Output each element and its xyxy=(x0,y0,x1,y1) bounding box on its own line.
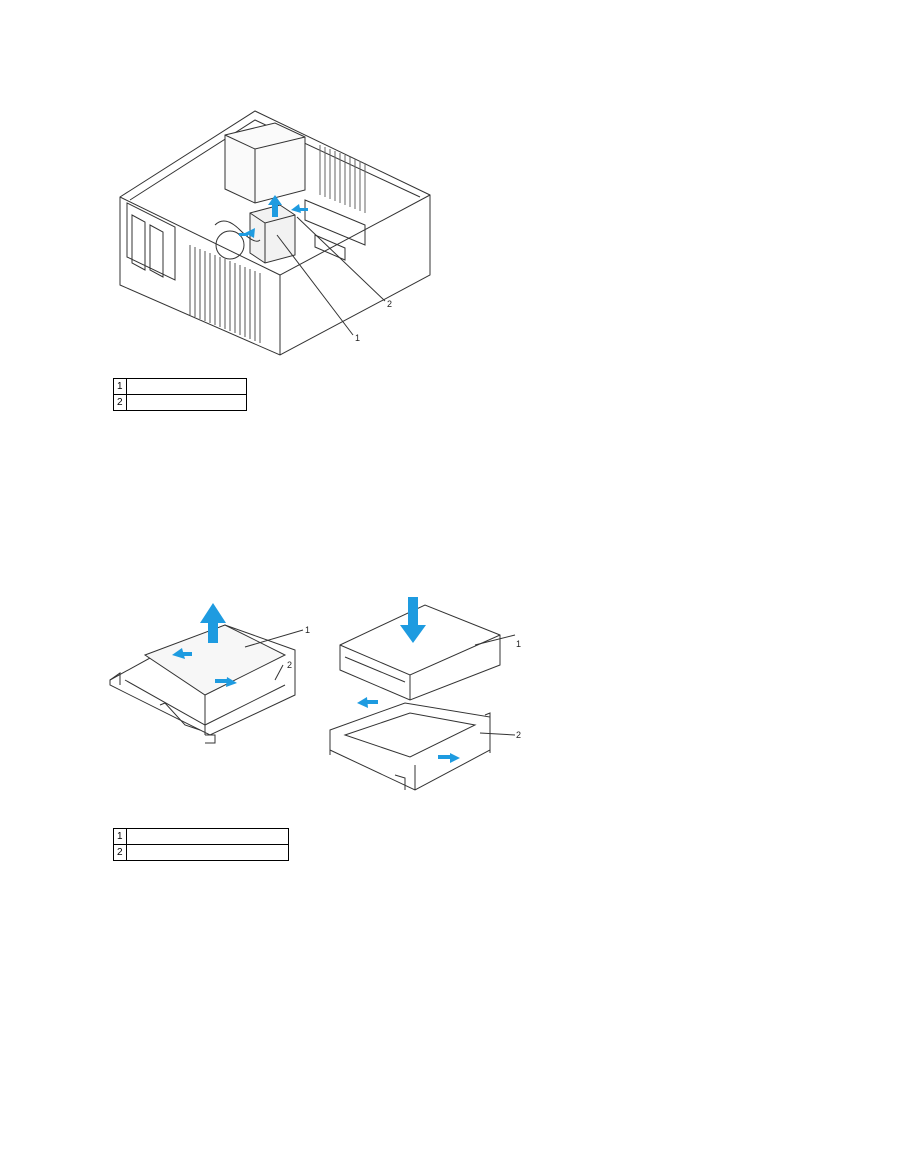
legend-text xyxy=(125,828,290,845)
callout-1: 1 xyxy=(516,639,521,649)
legend-number: 1 xyxy=(113,828,127,845)
legend-row: 1 xyxy=(113,378,248,395)
legend-table-1: 1 2 xyxy=(113,378,248,411)
drive-bracket-illustration: 1 2 1 2 xyxy=(109,597,521,791)
legend-table-2: 1 2 xyxy=(113,828,290,861)
legend-text xyxy=(125,378,248,395)
legend-number: 1 xyxy=(113,378,127,395)
callout-2: 2 xyxy=(516,730,521,740)
legend-row: 2 xyxy=(113,394,248,411)
callout-1: 1 xyxy=(355,333,360,343)
chassis-illustration: 1 2 xyxy=(119,110,431,356)
legend-text xyxy=(125,394,248,411)
legend-text xyxy=(125,844,290,861)
callout-2: 2 xyxy=(287,660,292,670)
legend-number: 2 xyxy=(113,844,127,861)
legend-row: 2 xyxy=(113,844,290,861)
callout-1: 1 xyxy=(305,625,310,635)
callout-2: 2 xyxy=(387,299,392,309)
legend-number: 2 xyxy=(113,394,127,411)
legend-row: 1 xyxy=(113,828,290,845)
